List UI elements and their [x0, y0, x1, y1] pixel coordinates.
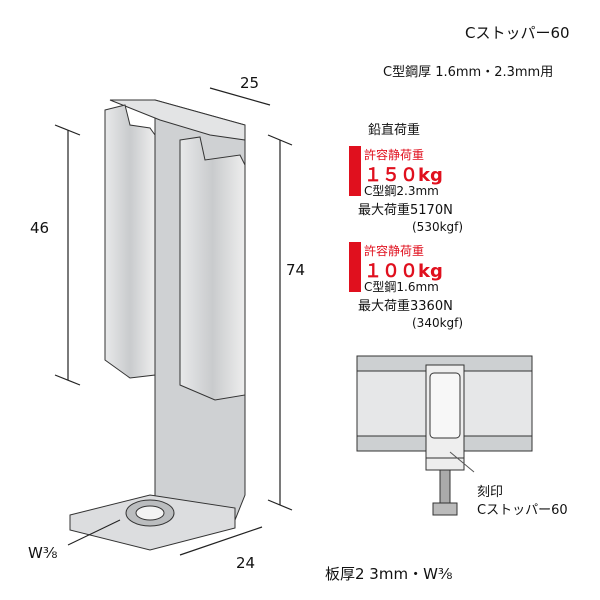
spec-steel: C型鋼2.3mm [364, 184, 439, 198]
dim-height-total: 74 [286, 261, 305, 279]
spec-load: １００kg [364, 261, 443, 282]
product-subtitle: C型鋼厚 1.6mm・2.3mm用 [383, 65, 553, 80]
load-spec-1: 許容静荷重 １５０kg C型鋼2.3mm 最大荷重5170N (530kgf) [349, 146, 463, 234]
red-marker-bar [349, 242, 361, 292]
marking-label: 刻印 [477, 485, 503, 500]
bolt-leader [67, 519, 121, 546]
red-marker-bar [349, 146, 361, 196]
dimension-lines [54, 87, 293, 556]
spec-steel: C型鋼1.6mm [364, 280, 439, 294]
dim-width-top: 25 [240, 74, 259, 92]
stopper-slot [429, 372, 461, 439]
dim-base-width: 24 [236, 554, 255, 572]
spec-label: 許容静荷重 [364, 147, 424, 162]
left-channel-plate [104, 104, 156, 379]
marking-text: Cストッパー60 [477, 503, 568, 518]
spec-max-load-kgf: (340kgf) [412, 316, 463, 330]
bolt-nut [432, 502, 458, 516]
bolt-hole-inner [135, 505, 165, 521]
spec-max-load-kgf: (530kgf) [412, 220, 463, 234]
bolt-thread [439, 469, 451, 504]
install-view-drawing [356, 355, 533, 516]
right-channel-plate [179, 136, 246, 401]
load-spec-2: 許容静荷重 １００kg C型鋼1.6mm 最大荷重3360N (340kgf) [349, 242, 463, 330]
plate-spec: 板厚2 3mm・W⅜ [325, 565, 452, 583]
spec-label: 許容静荷重 [364, 243, 424, 258]
load-heading: 鉛直荷重 [368, 122, 420, 138]
spec-max-load: 最大荷重3360N [358, 298, 453, 314]
stopper-part-drawing [69, 99, 246, 551]
dim-bolt: W⅜ [28, 544, 57, 562]
spec-max-load: 最大荷重5170N [358, 202, 453, 218]
marking-leader [449, 451, 475, 473]
top-flange [109, 99, 246, 141]
dim-height-slot: 46 [30, 219, 49, 237]
product-title: Cストッパー60 [465, 24, 570, 42]
spec-load: １５０kg [364, 165, 443, 186]
